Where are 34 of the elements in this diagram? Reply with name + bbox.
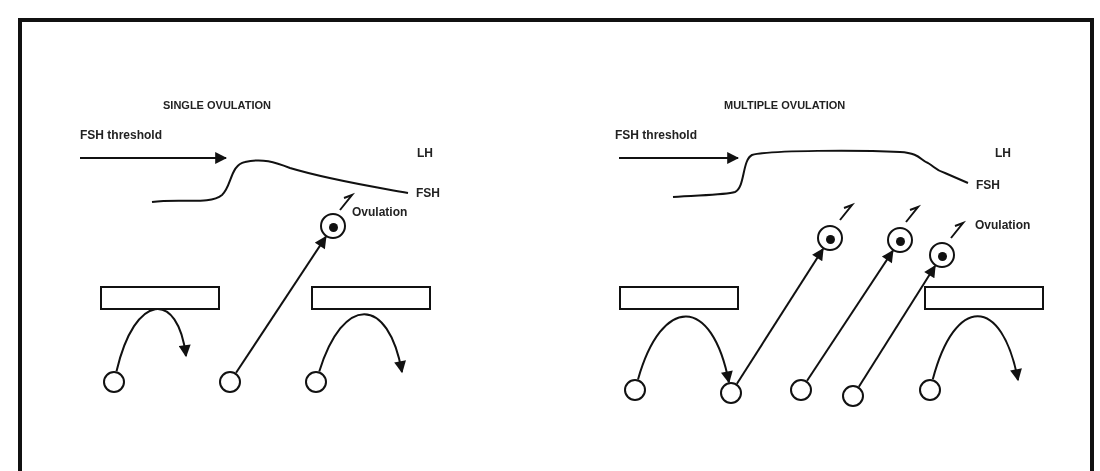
curve-label: LH (995, 146, 1011, 161)
empty-bar (100, 286, 220, 310)
follicle-circle (624, 379, 646, 401)
follicle-circle (305, 371, 327, 393)
follicle-circle (219, 371, 241, 393)
ovulated-follicle (817, 225, 843, 251)
arrow (637, 315, 733, 384)
ovulated-follicle (887, 227, 913, 253)
follicle-circle (103, 371, 125, 393)
panel-heading: MULTIPLE OVULATION (724, 99, 846, 113)
curve-label: FSH threshold (80, 128, 162, 143)
arrow (115, 308, 190, 373)
empty-bar (619, 286, 739, 310)
curve-label: FSH (416, 186, 440, 201)
curve-label: LH (417, 146, 433, 161)
arrow (318, 313, 406, 374)
follicle-circle (842, 385, 864, 407)
follicle-circle (790, 379, 812, 401)
follicle-circle (720, 382, 742, 404)
panel-heading: SINGLE OVULATION (163, 99, 271, 113)
curve-label: FSH (976, 178, 1000, 193)
ovulated-follicle (320, 213, 346, 239)
arrow (931, 315, 1022, 382)
ovulated-follicle (929, 242, 955, 268)
empty-bar (311, 286, 431, 310)
arrow (806, 249, 894, 382)
arrow (735, 247, 824, 385)
beside-label: Ovulation (975, 218, 1031, 233)
beside-label: Ovulation (352, 205, 408, 220)
follicle-circle (919, 379, 941, 401)
curve-label: FSH threshold (615, 128, 697, 143)
empty-bar (924, 286, 1044, 310)
arrow (857, 265, 937, 388)
arrow (235, 235, 327, 374)
